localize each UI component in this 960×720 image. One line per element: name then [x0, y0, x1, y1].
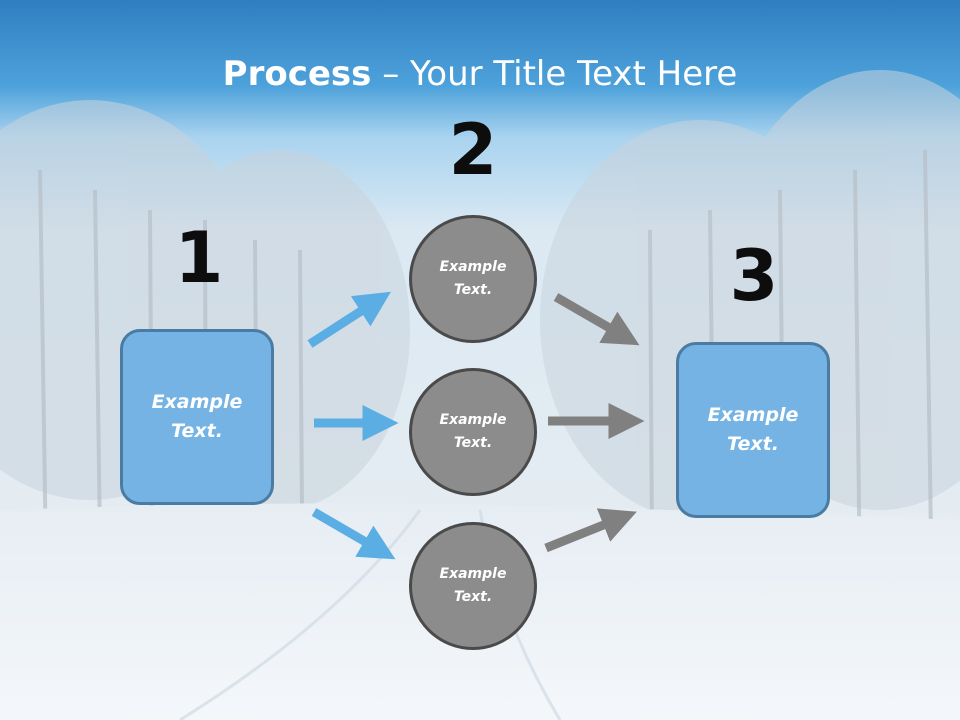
step-number-1: 1	[174, 217, 224, 299]
step-number-2: 2	[448, 109, 498, 191]
process-circle-middle[interactable]: Example Text.	[409, 368, 537, 496]
title-bold: Process	[222, 54, 372, 94]
left-box-text: Example Text.	[151, 391, 243, 442]
process-circle-bottom[interactable]: Example Text.	[409, 522, 537, 650]
circle-bottom-text: Example Text.	[439, 566, 507, 605]
circle-top-text: Example Text.	[439, 259, 507, 298]
step-number-3: 3	[729, 235, 779, 317]
slide-title: Process – Your Title Text Here	[0, 52, 960, 96]
title-rest: Your Title Text Here	[410, 54, 738, 94]
title-dash: –	[371, 54, 411, 94]
left-process-box[interactable]: Example Text.	[120, 329, 274, 505]
right-process-box[interactable]: Example Text.	[676, 342, 830, 518]
process-circle-top[interactable]: Example Text.	[409, 215, 537, 343]
circle-middle-text: Example Text.	[439, 412, 507, 451]
right-box-text: Example Text.	[707, 404, 799, 455]
